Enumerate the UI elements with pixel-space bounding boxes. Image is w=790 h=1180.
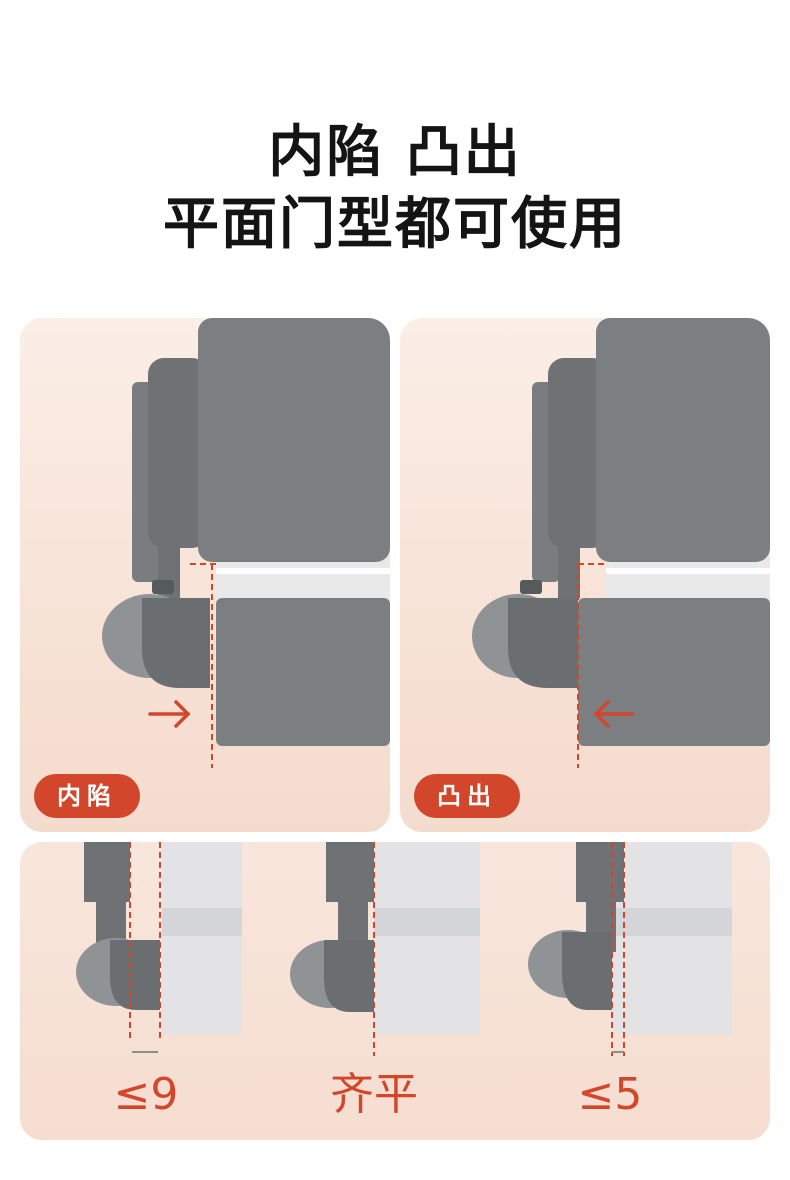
arrow-left-icon: [593, 700, 634, 728]
measurement-label-protruding: ≤5: [577, 1069, 643, 1120]
protruding-illustration: [472, 318, 770, 768]
variant-flush: [290, 842, 480, 1056]
heading-line-2: 平面门型都可使用: [163, 192, 627, 257]
measurement-label-recessed: ≤9: [113, 1069, 179, 1120]
recessed-illustration: [102, 318, 390, 768]
measurement-illustration: [76, 842, 732, 1056]
recessed-label: 内陷: [34, 774, 140, 818]
protruding-panel: 凸出: [400, 318, 770, 832]
measurement-panel: ≤9 齐平 ≤5: [20, 842, 770, 1140]
heading-line-1: 内陷 凸出: [268, 120, 522, 185]
measurement-label-flush: 齐平: [330, 1069, 418, 1120]
variant-protruding-5: [528, 842, 732, 1056]
arrow-right-icon: [148, 700, 191, 728]
recessed-panel: 内陷: [20, 318, 390, 832]
variant-recessed-9: [76, 842, 242, 1053]
protruding-label: 凸出: [414, 774, 520, 818]
